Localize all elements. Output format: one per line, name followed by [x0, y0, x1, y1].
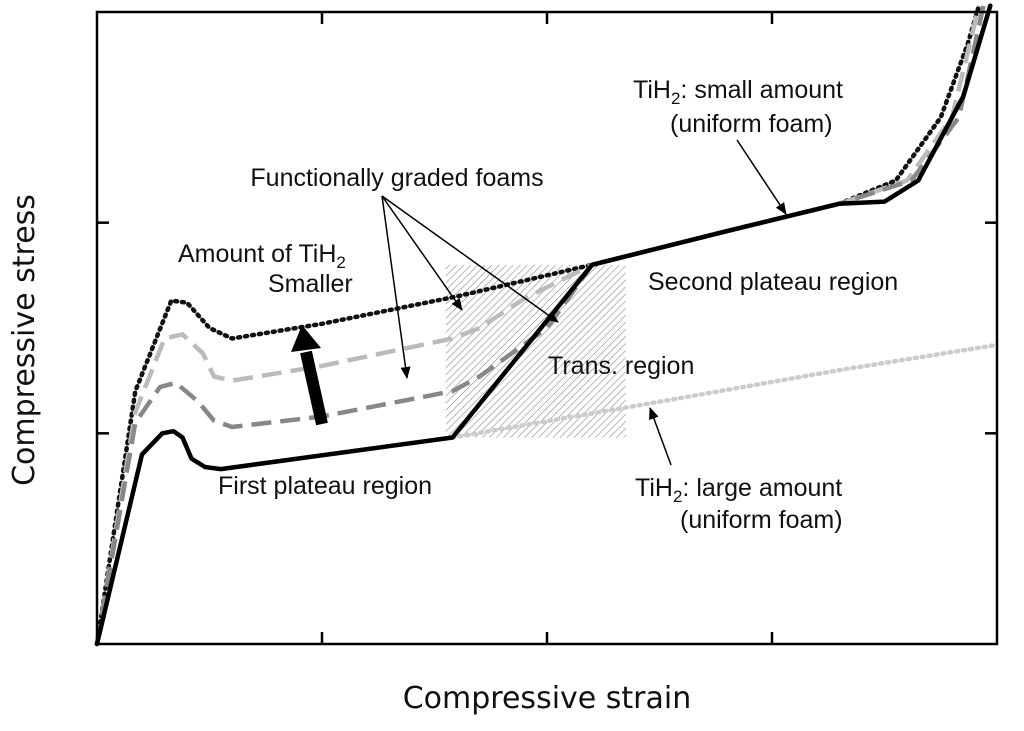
- graded-foams-label: Functionally graded foams: [250, 164, 543, 192]
- series-line-small: [94, 3, 982, 647]
- series-layer: [94, 3, 1000, 647]
- large-amount-label-line2: (uniform foam): [680, 506, 843, 534]
- series-line-graded-dark: [94, 5, 986, 645]
- series-line-graded-light: [94, 5, 982, 645]
- large-amount-label-line1: TiH2: large amount: [635, 474, 842, 506]
- y-axis-label: Compressive stress: [7, 194, 42, 486]
- small-amount-label-line1: TiH2: small amount: [633, 76, 843, 108]
- large-amount-arrow: [649, 407, 672, 466]
- smaller-amount-arrow-shaft: [300, 350, 328, 426]
- transition-region-label: Trans. region: [548, 352, 694, 380]
- graded-arrow-1: [381, 195, 411, 379]
- small-amount-arrow: [736, 139, 787, 215]
- second-plateau-label: Second plateau region: [648, 268, 898, 296]
- graded-arrow-3: [381, 195, 559, 323]
- small-amount-label-line2: (uniform foam): [670, 110, 833, 138]
- tick-layer: [97, 12, 997, 644]
- amount-label-line1: Amount of TiH2: [178, 240, 346, 272]
- graded-arrow-2: [381, 195, 463, 311]
- x-axis-label: Compressive strain: [403, 681, 692, 716]
- amount-label-line2: Smaller: [268, 270, 353, 298]
- smaller-amount-arrow-head: [291, 325, 321, 352]
- series-line-functionally-graded: [94, 3, 993, 647]
- series-line-large: [450, 342, 1000, 440]
- first-plateau-label: First plateau region: [218, 472, 432, 500]
